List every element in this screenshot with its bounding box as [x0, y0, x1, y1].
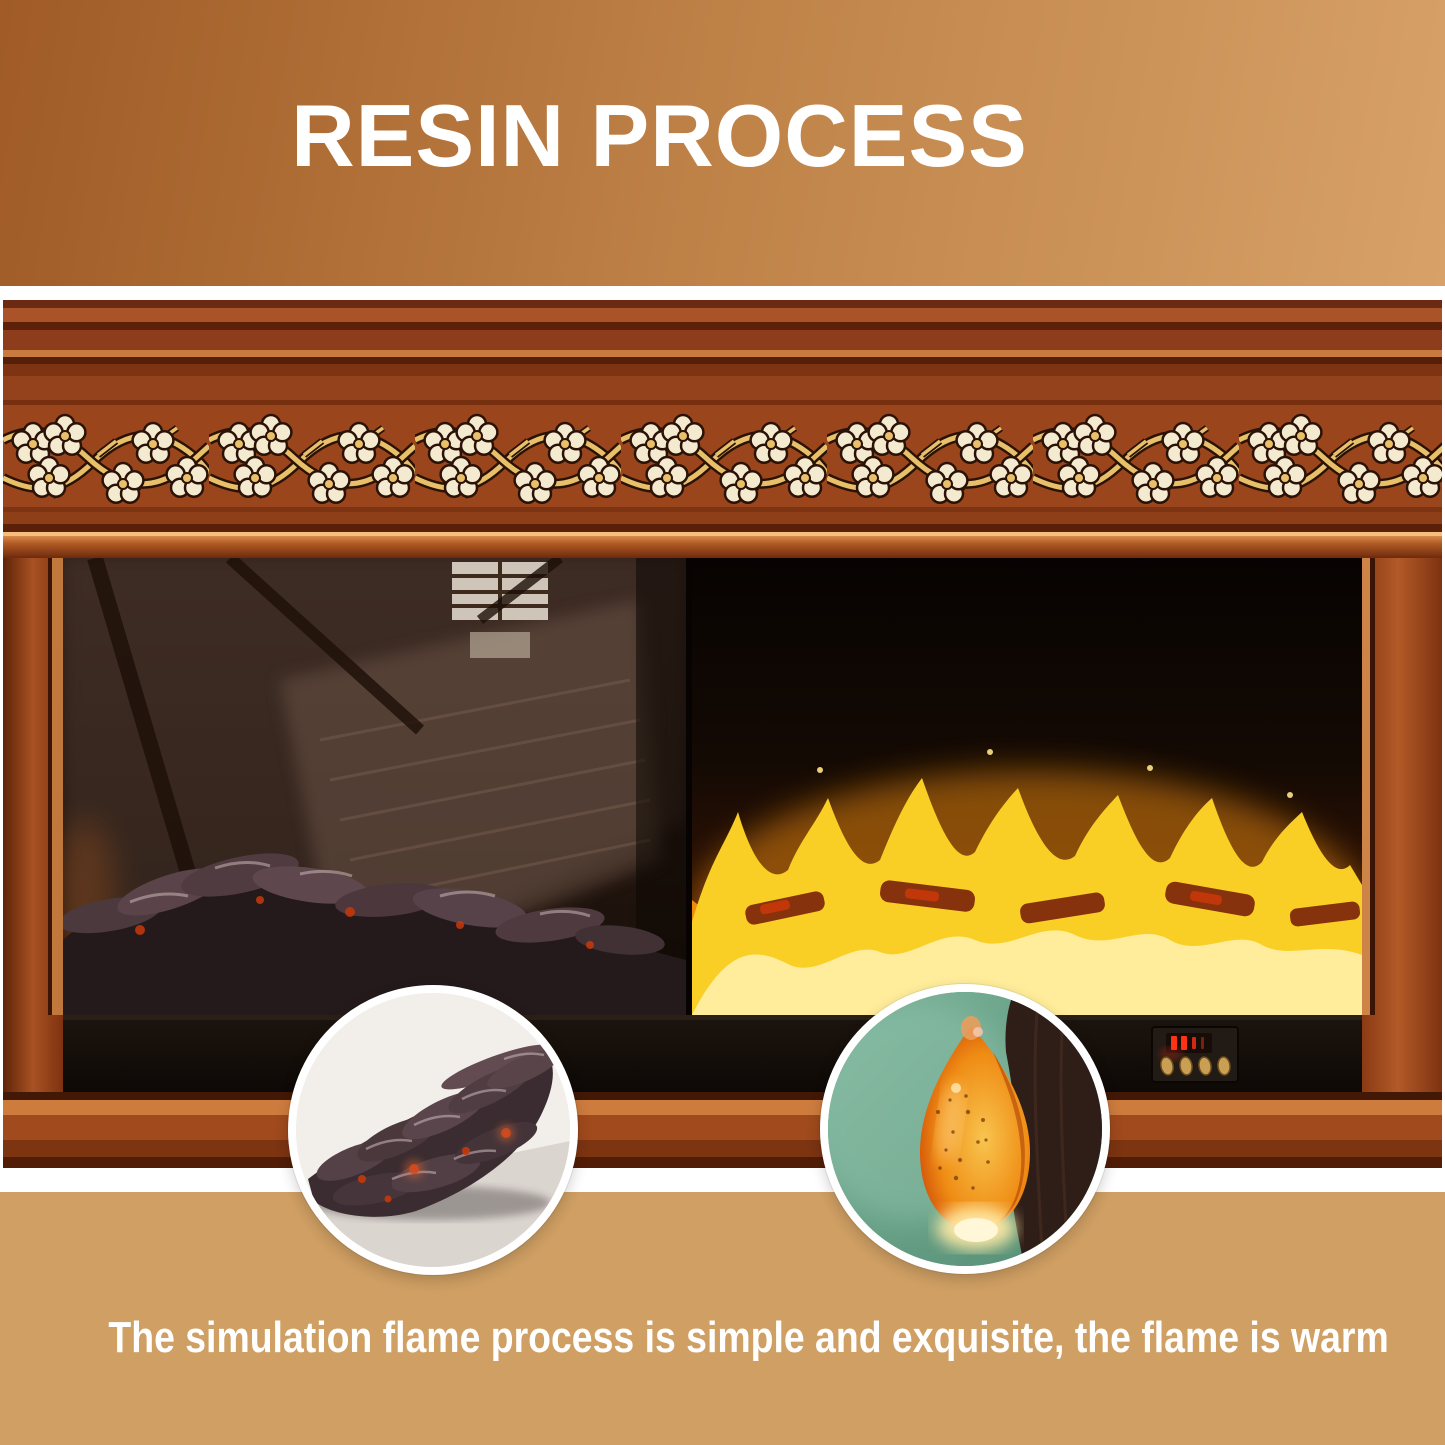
glass-left-pane — [63, 558, 686, 1015]
mantel-top — [0, 300, 1445, 400]
pane-divider — [686, 558, 694, 1015]
led-display — [1166, 1033, 1212, 1053]
carved-floral-frieze — [0, 400, 1445, 512]
resin-log-pile — [308, 1044, 561, 1217]
resin-drop-inset — [820, 984, 1110, 1274]
unlit-log-set — [63, 853, 686, 1015]
flames-highlight — [692, 930, 1362, 1015]
frame-top-molding — [3, 532, 1442, 558]
glass-right-pane — [692, 558, 1362, 1015]
page-title: RESIN PROCESS — [291, 86, 1028, 185]
burning-logs — [745, 880, 1361, 927]
resin-bubbles — [936, 1094, 990, 1190]
resin-drop — [920, 1016, 1030, 1250]
bottom-divider-strip — [0, 1168, 1445, 1192]
fireplace-photo — [0, 300, 1445, 1168]
hearth-band — [63, 1015, 1362, 1092]
control-knobs[interactable] — [1159, 1056, 1231, 1076]
caption-text: The simulation flame process is simple a… — [108, 1313, 1389, 1362]
control-panel — [1151, 1026, 1239, 1083]
bottom-band — [0, 1192, 1445, 1445]
bottom-rail — [0, 1092, 1445, 1168]
header-band: RESIN PROCESS — [0, 0, 1445, 286]
top-divider-strip — [0, 286, 1445, 300]
resin-log-inset — [288, 985, 578, 1275]
led-digits — [1171, 1036, 1204, 1050]
right-pillar — [1362, 532, 1442, 1092]
sparks — [817, 749, 1293, 798]
